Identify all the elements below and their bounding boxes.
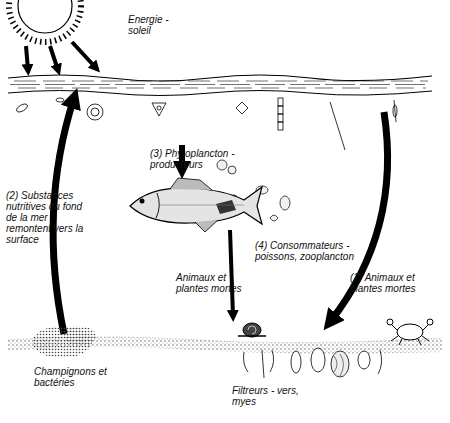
plankton-cell xyxy=(278,122,283,130)
flow-arrow xyxy=(230,230,233,316)
bacteria-cloud xyxy=(64,326,96,346)
plankton-cell xyxy=(157,106,161,110)
clam xyxy=(291,351,301,373)
plankton-cell xyxy=(393,105,397,117)
plankton-cell xyxy=(330,102,345,150)
zooplankton-cell xyxy=(217,160,227,170)
plankton-cell xyxy=(236,102,248,114)
hatch-line xyxy=(18,88,426,89)
clam xyxy=(331,351,349,377)
label-text: (2) Substances nutritives du fond de la … xyxy=(6,190,84,245)
light-arrow xyxy=(50,46,58,70)
plankton-cell xyxy=(56,98,64,102)
filter-feeders xyxy=(244,348,382,378)
plankton-cell xyxy=(152,103,166,116)
surface-line xyxy=(8,75,432,81)
surface-line xyxy=(8,91,432,96)
zooplankton-cell xyxy=(228,166,236,174)
worm xyxy=(378,350,382,374)
clam-lines xyxy=(334,354,344,376)
crab-claw xyxy=(387,319,393,325)
worm-tube xyxy=(262,350,264,378)
light-arrow xyxy=(26,46,28,70)
zooplankton-cell xyxy=(270,215,278,221)
plankton-cell xyxy=(91,108,99,116)
label-text: (1) Animaux et plantes mortes xyxy=(350,272,442,294)
clam xyxy=(358,351,370,369)
crab xyxy=(387,319,433,345)
label-text: (3) Phytoplancton - producteurs xyxy=(150,148,260,170)
sun-disc xyxy=(18,0,72,33)
crab-body xyxy=(397,324,423,340)
sunlight-arrows xyxy=(26,42,96,70)
fish-line xyxy=(160,205,244,206)
clam xyxy=(311,348,325,372)
fish-fin xyxy=(195,220,218,232)
fish-body xyxy=(130,187,262,224)
sun-rays xyxy=(9,0,81,42)
fish-eye xyxy=(140,199,145,204)
worm xyxy=(244,352,249,372)
surface-hatching xyxy=(10,81,430,88)
fish-fin xyxy=(170,178,212,190)
worm xyxy=(270,350,274,372)
zooplankton-cell xyxy=(280,196,290,210)
snail-shell xyxy=(243,323,261,337)
fish xyxy=(130,178,262,232)
hatch-line xyxy=(14,81,428,82)
snail-foot xyxy=(238,335,266,337)
label-text: (4) Consommateurs - poissons, zooplancto… xyxy=(255,240,375,262)
label-text: Energie - soleil xyxy=(128,14,180,36)
fish-gill xyxy=(156,193,159,218)
label-text: Champignons et bactéries xyxy=(34,366,116,388)
nutrient-arrow xyxy=(53,98,74,334)
sea-surface xyxy=(8,75,432,96)
hatch-line xyxy=(10,84,430,85)
plankton-cell xyxy=(278,98,283,106)
fish-mark xyxy=(216,200,236,214)
sun xyxy=(9,0,81,42)
plankton-cell xyxy=(394,100,396,122)
label-text: Animaux et plantes mortes xyxy=(176,272,256,294)
plankton-cell xyxy=(278,114,283,122)
crab-claw xyxy=(427,319,433,325)
light-arrow xyxy=(72,42,96,68)
crab-legs xyxy=(391,324,429,345)
snail xyxy=(238,323,266,337)
plankton-cell xyxy=(278,106,283,114)
plankton-cell xyxy=(15,102,28,113)
label-text: Filtreurs - vers, myes xyxy=(232,385,302,407)
snail-spiral xyxy=(248,326,256,334)
plankton-cell xyxy=(87,104,103,120)
